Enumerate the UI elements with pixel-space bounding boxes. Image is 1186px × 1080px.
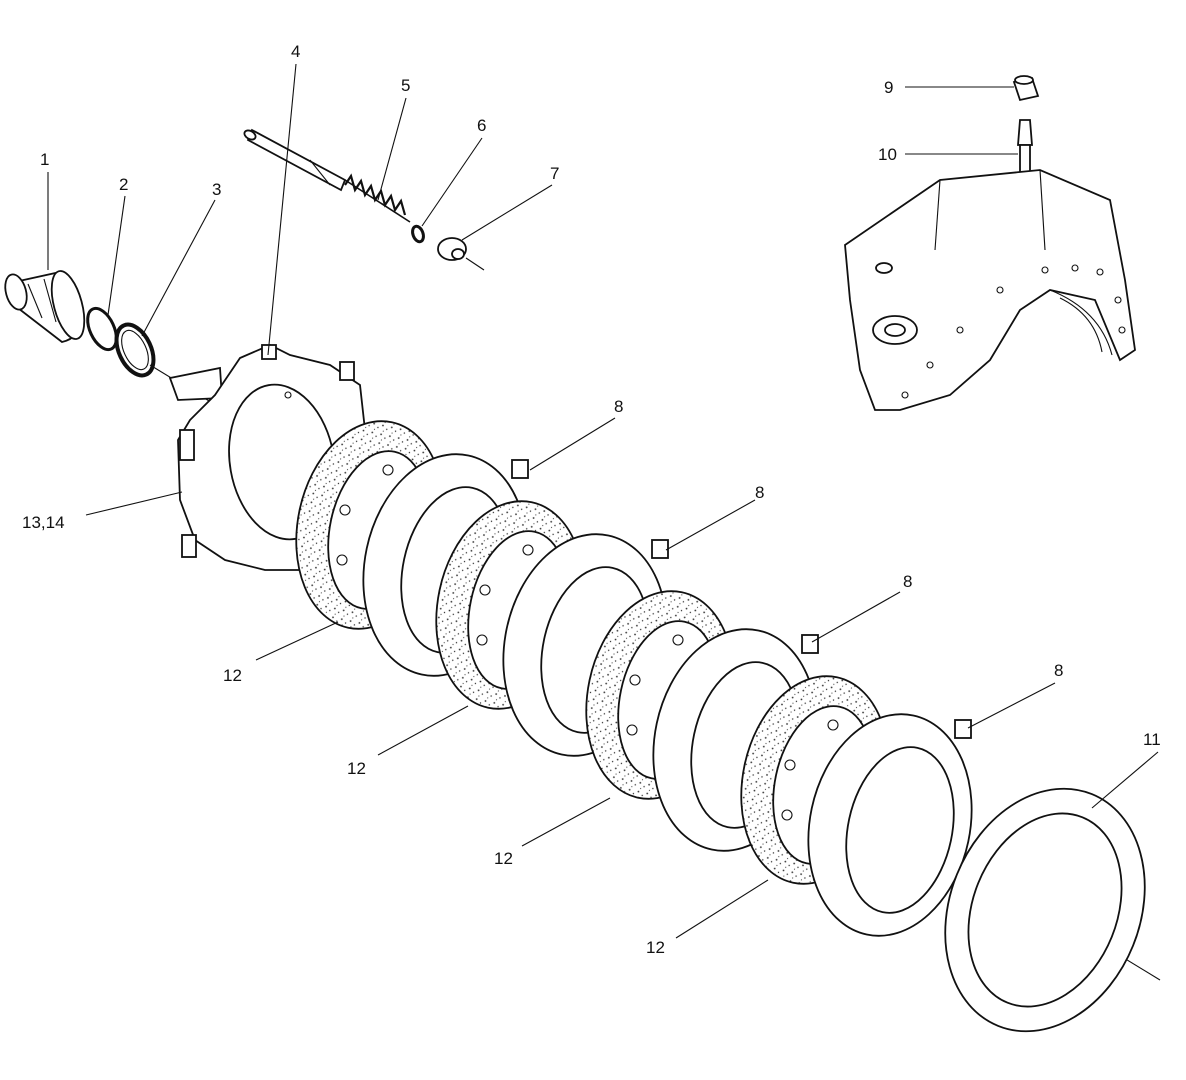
callout-12d: 12 xyxy=(646,938,665,957)
callout-2: 2 xyxy=(119,175,128,194)
part-5-spring xyxy=(344,173,411,223)
callout-7: 7 xyxy=(550,164,559,183)
callout-12a: 12 xyxy=(223,666,242,685)
part-1-bushing xyxy=(4,270,86,343)
callout-12c: 12 xyxy=(494,849,513,868)
callout-13-14: 13,14 xyxy=(22,513,65,532)
part-4-rod xyxy=(243,128,347,192)
callout-11: 11 xyxy=(1143,730,1161,749)
callout-5: 5 xyxy=(401,76,410,95)
callout-12b: 12 xyxy=(347,759,366,778)
callout-6: 6 xyxy=(477,116,486,135)
callout-9: 9 xyxy=(884,78,893,97)
axle-housing xyxy=(844,169,1136,411)
callout-10: 10 xyxy=(878,145,897,164)
callout-3: 3 xyxy=(212,180,221,199)
part-7-nut xyxy=(437,237,485,271)
callout-8d: 8 xyxy=(1054,661,1063,680)
leader-lines xyxy=(47,63,1159,939)
part-6-o-ring xyxy=(411,224,425,244)
part-11-thrust-washer xyxy=(944,787,1146,1033)
part-9-bleeder-cap xyxy=(1012,75,1040,102)
part-3-toothed-ring xyxy=(114,322,156,378)
callout-8b: 8 xyxy=(755,483,764,502)
callout-1: 1 xyxy=(40,150,49,169)
callout-4: 4 xyxy=(291,42,300,61)
part-8-separator-plate-4 xyxy=(807,713,973,937)
callout-8c: 8 xyxy=(903,572,912,591)
callout-8a: 8 xyxy=(614,397,623,416)
part-2-snap-ring xyxy=(86,306,118,352)
